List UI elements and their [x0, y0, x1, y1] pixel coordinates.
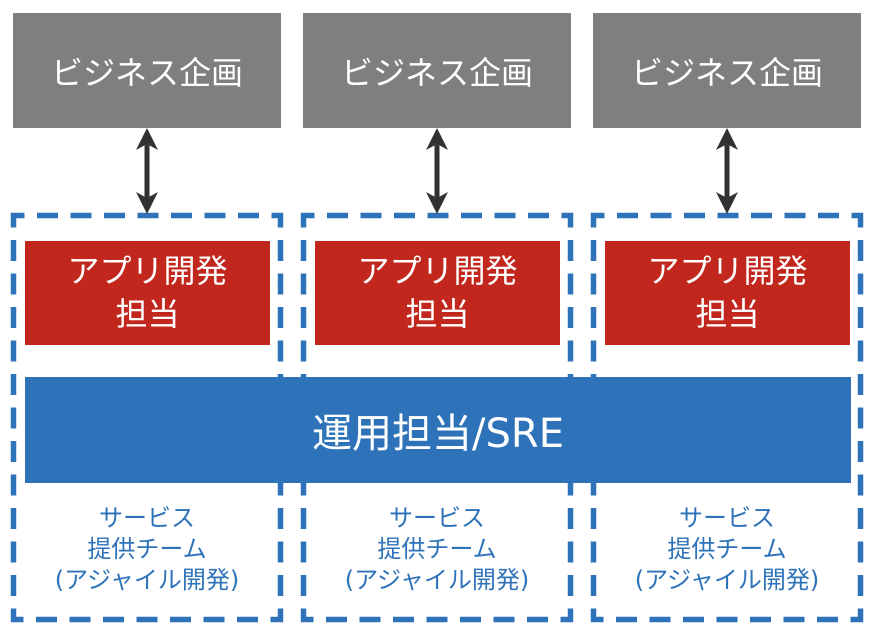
- double-arrow-icon: [426, 128, 448, 214]
- service-team-label: サービス 提供チーム (アジャイル開発): [582, 503, 872, 596]
- service-team-label-line1: サービス: [679, 504, 775, 532]
- business-planning-label: ビジネス企画: [630, 53, 823, 92]
- service-team-column-3: ビジネス企画 アプリ開発 担当 サービス 提供チーム (アジャイル開発): [580, 0, 870, 644]
- business-planning-box: ビジネス企画: [303, 13, 571, 128]
- app-dev-label-line2: 担当: [695, 295, 760, 333]
- business-planning-label: ビジネス企画: [340, 53, 533, 92]
- app-dev-box: アプリ開発 担当: [315, 241, 560, 345]
- app-dev-label-line1: アプリ開発: [647, 252, 808, 291]
- app-dev-label-line2: 担当: [405, 295, 470, 333]
- service-team-label-line3: (アジャイル開発): [634, 566, 820, 594]
- service-team-label: サービス 提供チーム (アジャイル開発): [2, 503, 292, 596]
- business-planning-box: ビジネス企画: [13, 13, 281, 128]
- service-team-column-2: ビジネス企画 アプリ開発 担当 サービス 提供チーム (アジャイル開発): [290, 0, 580, 644]
- service-team-label-line1: サービス: [99, 504, 195, 532]
- ops-sre-bar-label: 運用担当/SRE: [312, 411, 564, 457]
- service-team-label-line1: サービス: [389, 504, 485, 532]
- service-team-label-line3: (アジャイル開発): [344, 566, 530, 594]
- app-dev-label-line2: 担当: [115, 295, 180, 333]
- business-planning-box: ビジネス企画: [593, 13, 861, 128]
- ops-sre-bar: 運用担当/SRE: [25, 377, 851, 483]
- double-arrow-icon: [136, 128, 158, 214]
- business-planning-label: ビジネス企画: [50, 53, 243, 92]
- service-team-label-line2: 提供チーム: [377, 535, 497, 563]
- service-team-label: サービス 提供チーム (アジャイル開発): [292, 503, 582, 596]
- app-dev-box: アプリ開発 担当: [605, 241, 850, 345]
- app-dev-box: アプリ開発 担当: [25, 241, 270, 345]
- service-team-label-line2: 提供チーム: [87, 535, 207, 563]
- service-team-label-line2: 提供チーム: [667, 535, 787, 563]
- double-arrow-icon: [716, 128, 738, 214]
- service-team-label-line3: (アジャイル開発): [54, 566, 240, 594]
- app-dev-label-line1: アプリ開発: [67, 252, 228, 291]
- app-dev-label-line1: アプリ開発: [357, 252, 518, 291]
- service-team-column-1: ビジネス企画 アプリ開発 担当 サービス 提供チーム (アジャイル開発): [0, 0, 290, 644]
